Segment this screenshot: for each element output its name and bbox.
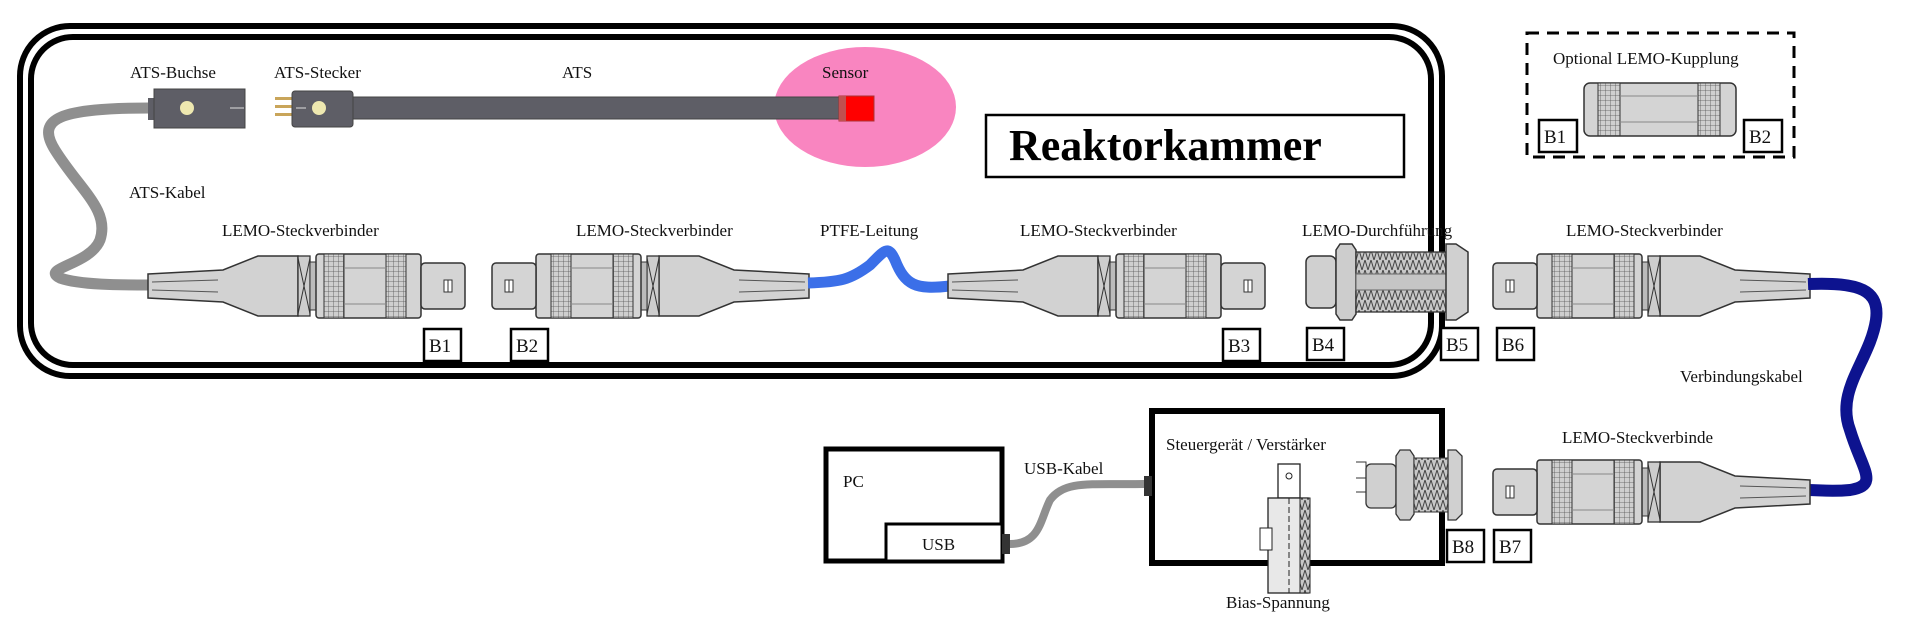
label-steuergeraet: Steuergerät / Verstärker bbox=[1166, 435, 1326, 454]
optional-tag-b2: B2 bbox=[1749, 127, 1771, 148]
tag-b2: B2 bbox=[509, 327, 550, 363]
tag-b8: B8 bbox=[1445, 528, 1486, 564]
label-lemo-1: LEMO-Steckverbinder bbox=[222, 221, 379, 240]
usb-cable bbox=[1009, 480, 1146, 548]
lemo-connector-2 bbox=[491, 253, 810, 319]
label-ats-kabel: ATS-Kabel bbox=[129, 183, 206, 202]
tag-b5: B5 bbox=[1439, 326, 1480, 362]
lemo-feedthrough bbox=[1305, 243, 1469, 321]
tag-b6: B6 bbox=[1495, 326, 1536, 362]
svg-text:B5: B5 bbox=[1446, 335, 1468, 356]
chamber-title: Reaktorkammer bbox=[1009, 121, 1322, 170]
lemo-connector-1 bbox=[147, 253, 466, 319]
ats-rod bbox=[352, 96, 844, 120]
ats-cable bbox=[43, 102, 151, 291]
label-sensor: Sensor bbox=[822, 63, 869, 82]
label-usb-kabel: USB-Kabel bbox=[1024, 459, 1104, 478]
chamber-title-box bbox=[984, 113, 1406, 179]
pc-box bbox=[823, 446, 1010, 564]
label-lemo-2: LEMO-Steckverbinder bbox=[576, 221, 733, 240]
label-bias: Bias-Spannung bbox=[1226, 593, 1330, 612]
label-lemo-5: LEMO-Steckverbinde bbox=[1562, 428, 1713, 447]
label-usb: USB bbox=[922, 535, 955, 554]
label-verbindungskabel: Verbindungskabel bbox=[1680, 367, 1803, 386]
lemo-connector-3 bbox=[947, 253, 1266, 319]
label-ptfe: PTFE-Leitung bbox=[820, 221, 919, 240]
tag-b4: B4 bbox=[1305, 326, 1346, 362]
svg-text:B6: B6 bbox=[1502, 335, 1524, 356]
controller-lemo-socket bbox=[1356, 449, 1463, 521]
svg-text:B3: B3 bbox=[1228, 336, 1250, 357]
reactor-chamber-border bbox=[17, 23, 1445, 379]
optional-coupling-box bbox=[1525, 31, 1796, 159]
svg-text:B1: B1 bbox=[429, 336, 451, 357]
svg-text:B4: B4 bbox=[1312, 335, 1335, 356]
lemo-connector-4 bbox=[1492, 253, 1811, 319]
connection-cable bbox=[1807, 277, 1883, 497]
label-ats-buchse: ATS-Buchse bbox=[130, 63, 216, 82]
tag-b1: B1 bbox=[422, 327, 463, 363]
svg-text:B7: B7 bbox=[1499, 537, 1521, 558]
optional-tag-b1: B1 bbox=[1544, 127, 1566, 148]
ats-plug bbox=[275, 90, 354, 128]
label-pc: PC bbox=[843, 472, 864, 491]
label-lemo-4: LEMO-Steckverbinder bbox=[1566, 221, 1723, 240]
ats-socket bbox=[148, 88, 246, 129]
svg-text:B2: B2 bbox=[516, 336, 538, 357]
label-lemo-3: LEMO-Steckverbinder bbox=[1020, 221, 1177, 240]
label-durchfuehrung: LEMO-Durchführung bbox=[1302, 221, 1453, 240]
svg-text:B8: B8 bbox=[1452, 537, 1474, 558]
optional-coupling-title: Optional LEMO-Kupplung bbox=[1553, 49, 1739, 68]
tag-b3: B3 bbox=[1221, 327, 1262, 363]
lemo-connector-5 bbox=[1492, 459, 1811, 525]
label-ats: ATS bbox=[562, 63, 592, 82]
ptfe-cable bbox=[807, 245, 951, 293]
bias-connector bbox=[1259, 463, 1311, 594]
tag-b7: B7 bbox=[1492, 528, 1533, 564]
label-ats-stecker: ATS-Stecker bbox=[274, 63, 361, 82]
